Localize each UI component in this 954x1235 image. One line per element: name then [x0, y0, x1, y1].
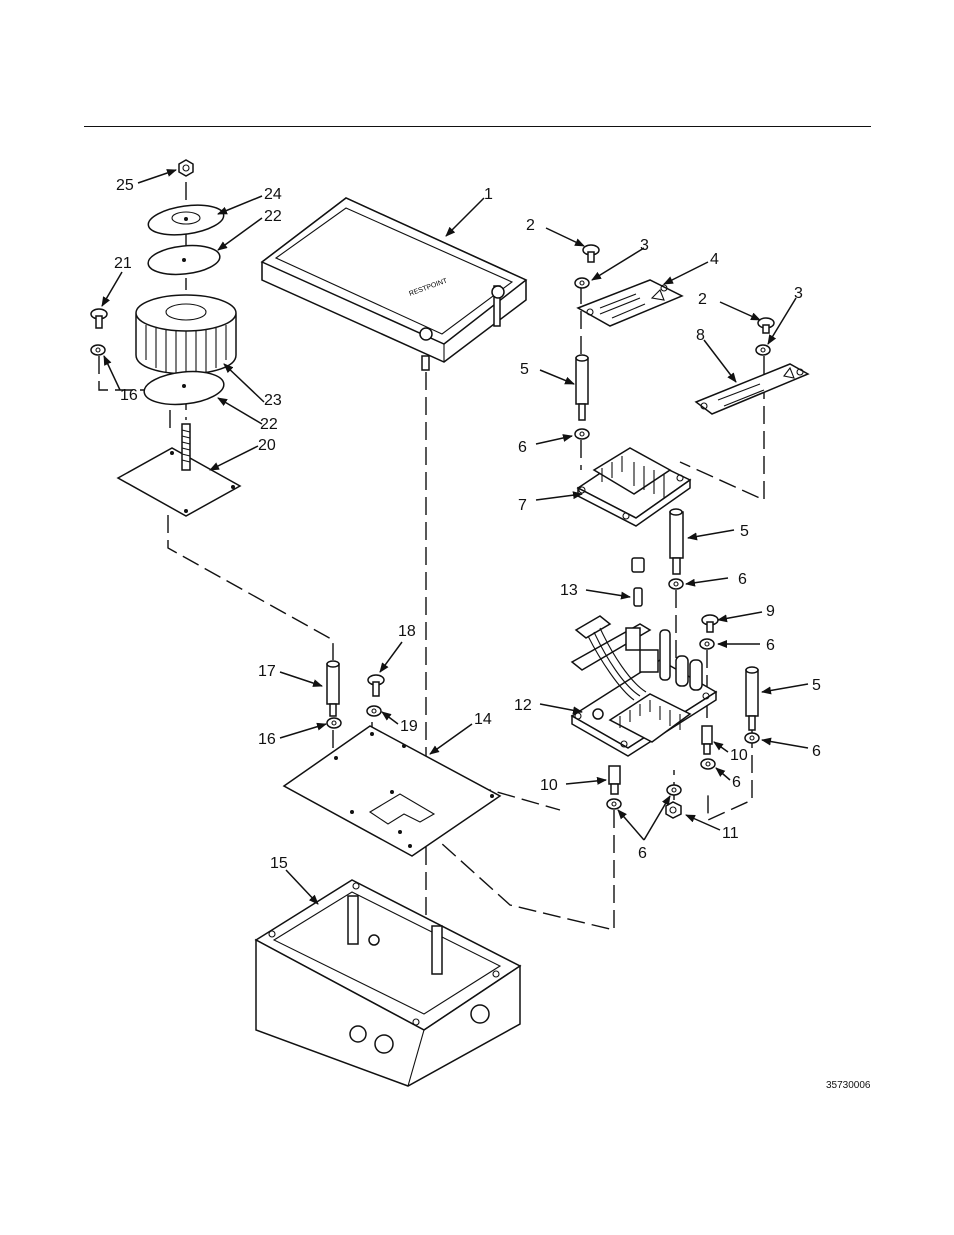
- callout-22-upper: 22: [264, 208, 282, 225]
- screw-2-right: [757, 317, 775, 334]
- callout-leaders: [101, 169, 809, 905]
- callout-22-lower: 22: [260, 416, 278, 433]
- screw-18: [367, 674, 385, 697]
- lockwasher-6-b: [668, 578, 684, 590]
- callout-8: 8: [696, 327, 705, 344]
- terminal-board-7: [576, 447, 692, 527]
- callout-5-middle: 5: [740, 523, 749, 540]
- figure-number: 35730006: [826, 1080, 871, 1091]
- callout-17: 17: [258, 663, 276, 680]
- label-plate-4: [576, 279, 684, 327]
- housing-15: [254, 879, 522, 1087]
- callout-12: 12: [514, 697, 532, 714]
- callout-5-top: 5: [520, 361, 529, 378]
- screw-21: [90, 308, 108, 329]
- standoff-5-right: [745, 666, 759, 731]
- callout-25: 25: [116, 177, 134, 194]
- mounting-plate-14: [282, 725, 502, 857]
- lockwasher-6-d: [744, 732, 760, 744]
- standoff-17: [326, 660, 340, 717]
- callout-16-lower: 16: [258, 731, 276, 748]
- lockwasher-6-a: [574, 428, 590, 440]
- lockwasher-6-c: [699, 638, 715, 650]
- callout-21: 21: [114, 255, 132, 272]
- callout-4: 4: [710, 251, 719, 268]
- knob-washer-24: [147, 204, 225, 236]
- standoff-10-right: [701, 725, 713, 755]
- callout-19: 19: [400, 718, 418, 735]
- callout-15: 15: [270, 855, 288, 872]
- callout-7: 7: [518, 497, 527, 514]
- callout-16-upper: 16: [120, 387, 138, 404]
- callout-6-f: 6: [638, 845, 647, 862]
- lockwasher-16-upper: [90, 344, 106, 356]
- callout-labels: 25 24 22 21 16 23 22 20 1 2 3 4 2 3 8 5 …: [114, 177, 821, 872]
- callout-2-right: 2: [698, 291, 707, 308]
- screw-2-upper: [582, 244, 600, 263]
- callout-6-b: 6: [738, 571, 747, 588]
- lockwasher-19: [366, 705, 382, 717]
- spacer-disc-22-lower: [143, 370, 225, 406]
- callout-11: 11: [722, 825, 739, 842]
- callout-10-left: 10: [540, 777, 558, 794]
- lockwasher-6-f: [606, 798, 622, 810]
- callout-18: 18: [398, 623, 416, 640]
- lockwasher-6-e: [700, 758, 716, 770]
- lockwasher-3-upper: [574, 277, 590, 289]
- callout-1: 1: [484, 186, 493, 203]
- callout-23: 23: [264, 392, 282, 409]
- spacer-disc-22-upper: [147, 244, 221, 276]
- callout-9: 9: [766, 603, 775, 620]
- label-plate-8: [694, 363, 810, 415]
- callout-24: 24: [264, 186, 282, 203]
- callout-6-e: 6: [732, 774, 741, 791]
- lockwasher-3-right: [755, 344, 771, 356]
- standoff-5-top: [575, 354, 589, 421]
- cover-1: RESTPOINT: [260, 197, 528, 371]
- header-rule: [84, 126, 871, 127]
- knob-23: [135, 294, 237, 375]
- nut-25: [178, 159, 194, 177]
- fuse-13: [633, 587, 643, 607]
- lockwasher-16-lower: [326, 717, 342, 729]
- callout-2-upper: 2: [526, 217, 535, 234]
- callout-6-d: 6: [812, 743, 821, 760]
- callout-5-right: 5: [812, 677, 821, 694]
- standoff-5-middle: [669, 508, 684, 575]
- callout-3-upper: 3: [640, 237, 649, 254]
- callout-14: 14: [474, 711, 492, 728]
- callout-6-a: 6: [518, 439, 527, 456]
- callout-6-c: 6: [766, 637, 775, 654]
- screw-9: [701, 614, 719, 633]
- callout-10-right: 10: [730, 747, 748, 764]
- fuse-cap: [631, 557, 645, 573]
- joystick-plate-20: [116, 423, 242, 517]
- callout-13: 13: [560, 582, 578, 599]
- lockwasher-6-g: [666, 784, 682, 796]
- callout-3-right: 3: [794, 285, 803, 302]
- circuit-board-12: [570, 615, 718, 757]
- callout-20: 20: [258, 437, 276, 454]
- nut-11: [665, 801, 682, 819]
- standoff-10-left: [608, 765, 621, 795]
